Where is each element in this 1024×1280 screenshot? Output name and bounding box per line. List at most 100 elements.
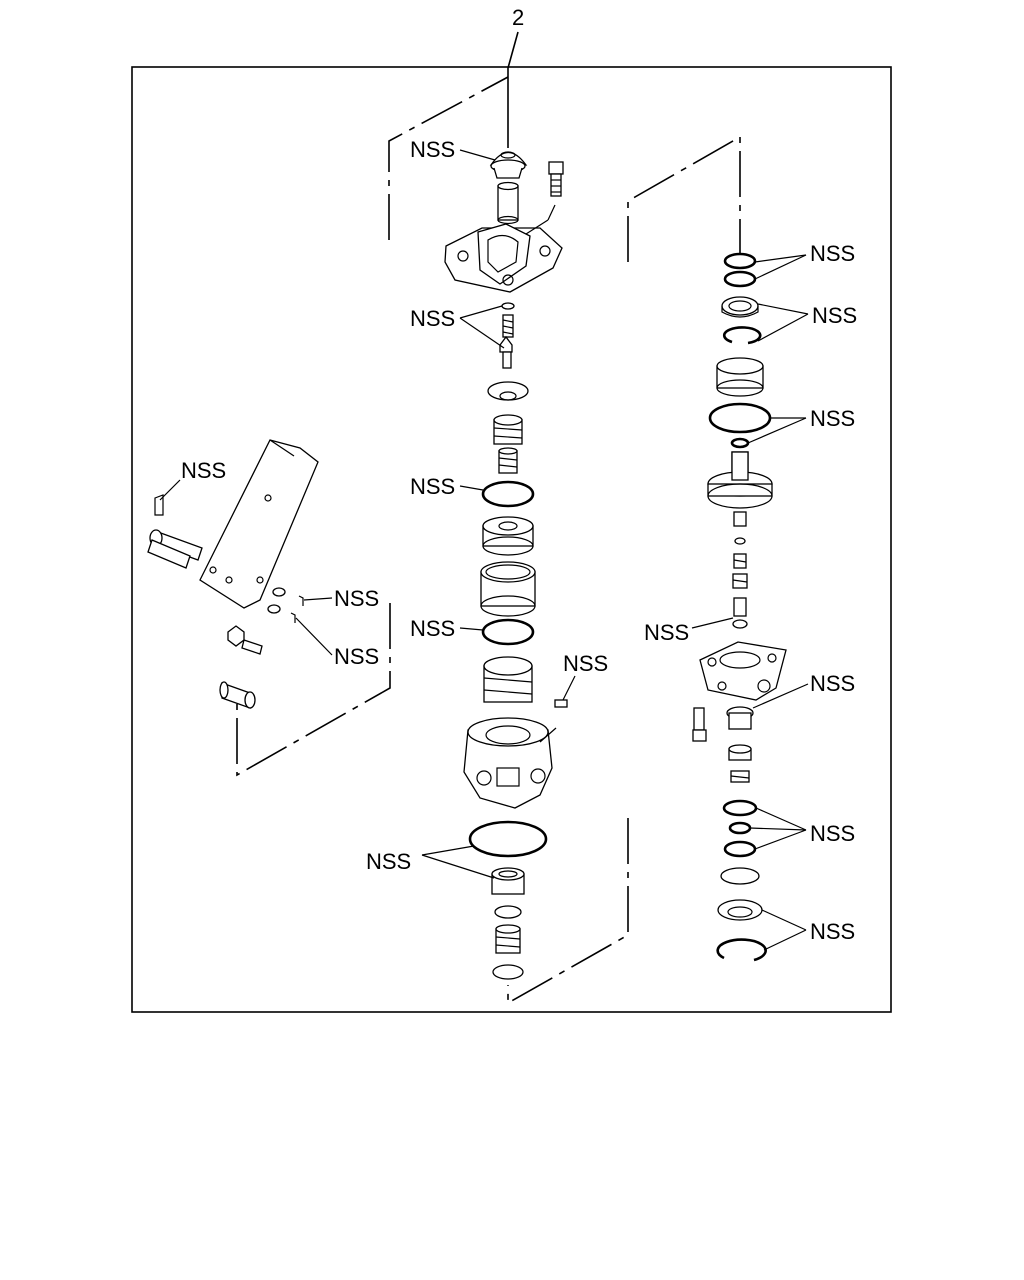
nss-label-right-orings-lower: NSS <box>810 821 855 846</box>
o-ring-right-6 <box>723 840 757 858</box>
leader-nss-oring2 <box>459 627 484 631</box>
mounting-plate <box>444 204 563 293</box>
pedal-arm <box>199 439 319 609</box>
group-bracket-center-bottom <box>507 818 629 1005</box>
washer-center-1 <box>494 905 522 919</box>
leader-nss-clip <box>459 305 503 319</box>
o-ring-small-right-2 <box>723 270 757 288</box>
leader-nss-boot <box>459 149 496 161</box>
cap-screw-right <box>692 707 707 742</box>
washer-right-2 <box>720 867 760 885</box>
leader-nss-r-oring2 <box>754 254 807 280</box>
group-bracket-center-top <box>388 76 509 240</box>
leader-nss-stem <box>459 317 505 349</box>
seal-right <box>726 706 754 730</box>
retainer-right <box>728 744 752 761</box>
roller-sleeve <box>219 681 256 709</box>
dust-boot <box>489 151 528 179</box>
o-ring-right-4 <box>722 799 758 817</box>
leader-nss-r-oring1 <box>754 254 807 263</box>
valve-housing-right <box>699 641 787 701</box>
return-spring-center <box>483 656 533 703</box>
leader-nss-dowel <box>562 675 576 701</box>
leader-nss-cotter2 <box>295 617 333 656</box>
washer-pedal-1 <box>272 587 286 597</box>
leader-nss-seal <box>421 854 495 879</box>
o-ring-large-right <box>708 402 772 434</box>
cotter-pin-pedal <box>154 494 164 516</box>
washer-pedal-2 <box>267 604 281 614</box>
small-spring <box>502 314 514 338</box>
leader-nss-r-oring7 <box>754 829 807 850</box>
plunger <box>497 181 519 225</box>
nss-label-pedal-pin: NSS <box>181 458 226 483</box>
valve-stem <box>499 335 513 369</box>
nss-label-right-orings: NSS <box>810 241 855 266</box>
o-ring-right-5 <box>728 821 752 835</box>
leader-nss-r-seal2 <box>752 683 809 709</box>
o-ring-small-right-3 <box>730 437 750 449</box>
valve-seat-center <box>487 381 529 401</box>
diaphragm-right <box>717 899 763 921</box>
cap-screw-top <box>548 161 564 197</box>
leader-nss-pedalpin <box>159 479 181 501</box>
leader-nss-r-stem <box>691 617 734 629</box>
nss-label-oring-1: NSS <box>410 474 455 499</box>
nss-label-right-diaphragm: NSS <box>810 919 855 944</box>
spring-right-2 <box>732 573 748 589</box>
leader-nss-r-oring6 <box>749 827 807 831</box>
upper-spring-center <box>493 414 523 445</box>
snap-ring-right-1 <box>722 326 762 345</box>
o-ring-small-right-1 <box>723 252 757 270</box>
callout-leader <box>507 31 519 148</box>
nss-label-right-oring-large: NSS <box>810 406 855 431</box>
inner-valve-right <box>733 511 747 527</box>
nss-label-clip-stem: NSS <box>410 306 455 331</box>
stem-right <box>732 597 748 629</box>
nss-label-right-seal-2: NSS <box>810 671 855 696</box>
leader-nss-r-oring5 <box>755 807 807 831</box>
nss-label-oring-2: NSS <box>410 616 455 641</box>
nss-label-right-seal: NSS <box>812 303 857 328</box>
leader-nss-r-diaphragm <box>761 909 807 931</box>
snap-ring-right-2 <box>716 938 767 962</box>
nss-label-right-stem: NSS <box>644 620 689 645</box>
nss-label-boot: NSS <box>410 137 455 162</box>
piston-sleeve <box>480 561 536 617</box>
adjuster-bolt <box>241 639 263 655</box>
pedal-pin <box>147 539 191 569</box>
leader-nss-r-seal <box>757 303 809 315</box>
cotter-pin-small-1 <box>298 595 304 606</box>
bottom-spring-center <box>495 924 521 954</box>
seal-cup-right <box>721 296 759 318</box>
leader-nss-r-snap2 <box>763 929 807 951</box>
adjuster-nut <box>227 625 245 647</box>
o-ring-large-1 <box>481 480 535 508</box>
lower-spring-center <box>498 447 518 474</box>
callout-number: 2 <box>512 5 524 30</box>
o-ring-base <box>468 820 548 858</box>
washer-center-2 <box>492 964 524 980</box>
nss-label-base: NSS <box>366 849 411 874</box>
pivot-pin <box>149 529 203 561</box>
piston-upper <box>482 516 534 556</box>
valve-body <box>463 717 557 809</box>
dowel-pin <box>554 699 568 708</box>
leader-nss-oring1 <box>459 485 484 491</box>
cotter-pin-small-2 <box>290 612 296 623</box>
spring-clip <box>501 302 515 310</box>
piston-right <box>707 451 773 509</box>
o-ring-large-2 <box>481 618 535 646</box>
diagram-frame <box>131 66 892 1013</box>
leader-nss-cotter1 <box>303 597 333 601</box>
leader-nss-r-oring4 <box>747 417 807 444</box>
exhaust-seal <box>491 867 525 895</box>
leader-nss-r-snap <box>757 313 809 342</box>
washer-right-small <box>734 537 746 545</box>
group-bracket-right-top <box>627 135 741 262</box>
group-bracket-left <box>236 603 391 777</box>
nss-label-cotter-1: NSS <box>334 586 379 611</box>
nss-label-cotter-2: NSS <box>334 644 379 669</box>
small-spring-right <box>733 553 747 569</box>
